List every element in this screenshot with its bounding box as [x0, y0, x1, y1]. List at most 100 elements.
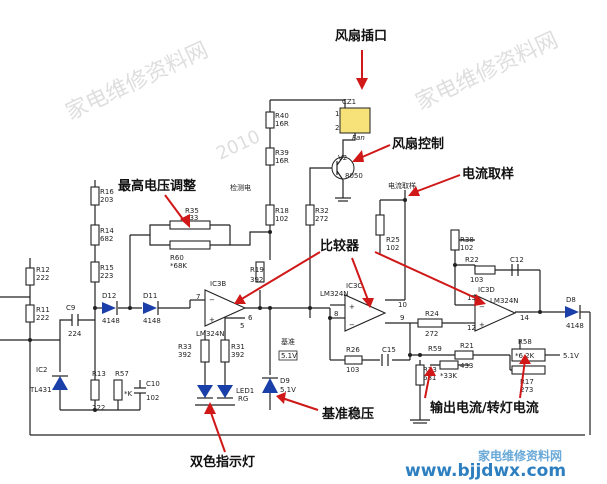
svg-text:C10: C10: [146, 380, 160, 388]
svg-text:R32: R32: [315, 207, 329, 215]
resistor-r11: R11 222: [25, 304, 50, 323]
svg-text:14: 14: [520, 314, 529, 322]
resistor-r60: R60 *68K: [169, 240, 211, 270]
svg-text:R24: R24: [425, 310, 439, 318]
svg-text:TL431: TL431: [29, 386, 52, 394]
svg-text:C12: C12: [510, 256, 524, 264]
svg-text:R38: R38: [460, 236, 474, 244]
resistor-r33: R33 392: [178, 339, 210, 363]
resistor-r17: R17 273: [511, 365, 546, 394]
svg-text:16R: 16R: [275, 120, 289, 128]
label-fan-socket: 风扇插口: [335, 28, 387, 44]
svg-text:203: 203: [100, 196, 113, 204]
svg-text:+: +: [349, 303, 355, 311]
svg-text:−: −: [209, 296, 215, 304]
resistor-r24: R24 272: [417, 310, 443, 338]
svg-text:*68K: *68K: [170, 262, 187, 270]
svg-text:R16: R16: [100, 188, 114, 196]
label-fan-control: 风扇控制: [392, 136, 444, 152]
watermark-left: 家电维修资料网: [62, 38, 212, 126]
resistor-r15: R15 223: [90, 261, 114, 283]
capacitor-c12: C12: [510, 256, 524, 276]
svg-text:C15: C15: [382, 346, 396, 354]
svg-text:LED1: LED1: [236, 387, 254, 395]
watermark-right: 家电维修资料网: [412, 28, 562, 116]
svg-text:D12: D12: [102, 292, 116, 300]
svg-text:4148: 4148: [143, 317, 161, 325]
svg-text:*33K: *33K: [440, 372, 457, 380]
svg-text:224: 224: [68, 330, 82, 338]
svg-text:5.1V: 5.1V: [280, 386, 296, 394]
svg-text:R58: R58: [518, 338, 532, 346]
svg-text:R15: R15: [100, 264, 114, 272]
svg-text:LM324N: LM324N: [196, 330, 225, 338]
label-reference-regulator: 基准稳压: [321, 406, 374, 422]
capacitor-c15: C15: [381, 346, 396, 366]
zener-d9: D9 5.1V: [262, 377, 296, 394]
svg-text:392: 392: [178, 351, 191, 359]
sense-label: 检测电: [230, 183, 251, 192]
svg-text:LM324N: LM324N: [490, 297, 519, 305]
svg-text:−: −: [349, 321, 355, 329]
svg-text:102: 102: [275, 215, 288, 223]
resistor-r25: R25 102: [375, 214, 400, 252]
svg-text:R13: R13: [92, 370, 106, 378]
svg-text:IC3D: IC3D: [478, 286, 495, 294]
svg-text:IC3B: IC3B: [210, 280, 226, 288]
svg-text:D8: D8: [566, 296, 576, 304]
label-output-current: 输出电流/转灯电流: [430, 400, 539, 416]
svg-text:IC2: IC2: [36, 366, 47, 374]
svg-text:433: 433: [460, 362, 473, 370]
svg-text:*K: *K: [124, 390, 133, 398]
svg-text:1: 1: [335, 110, 339, 118]
svg-text:433: 433: [185, 214, 198, 222]
label-current-sampling: 电流取样: [462, 166, 514, 182]
resistor-r16: R16 203: [90, 186, 114, 206]
opamp-ic3c: + − IC3C LM324N 10 8 9: [320, 282, 407, 332]
svg-text:RG: RG: [238, 395, 248, 403]
junctions: [28, 198, 542, 412]
ref-voltage-right: 5.1V: [563, 352, 579, 360]
site-logo: 家电维修资料网 www.bjjdwx.com: [402, 448, 602, 481]
resistor-r38: R38 102: [450, 229, 474, 252]
diode-d11: D11 4148: [143, 292, 161, 325]
svg-text:223: 223: [100, 272, 113, 280]
resistor-r58: R58 *6.2K: [511, 338, 546, 362]
svg-text:R22: R22: [465, 256, 479, 264]
svg-text:12: 12: [467, 324, 476, 332]
svg-text:R59: R59: [428, 345, 442, 353]
resistor-r59: R59 *33K: [428, 345, 459, 380]
svg-text:R25: R25: [386, 236, 400, 244]
svg-text:5: 5: [240, 322, 244, 330]
svg-text:D9: D9: [280, 377, 290, 385]
svg-text:272: 272: [425, 330, 438, 338]
svg-text:R14: R14: [100, 227, 114, 235]
svg-text:R39: R39: [275, 149, 289, 157]
svg-text:222: 222: [92, 404, 105, 412]
svg-text:R18: R18: [275, 207, 289, 215]
reference-label: 基准: [281, 337, 295, 346]
resistor-r26: R26 103: [344, 346, 363, 374]
svg-text:D11: D11: [143, 292, 157, 300]
svg-text:CZ1: CZ1: [342, 98, 356, 106]
svg-text:−: −: [479, 303, 485, 311]
svg-text:Fan: Fan: [352, 134, 365, 142]
svg-text:R40: R40: [275, 112, 289, 120]
resistor-r39: R39 16R: [265, 147, 289, 166]
svg-text:R19: R19: [250, 266, 264, 274]
opamp-ic3d: − + IC3D LM324N 13 12 14: [467, 286, 529, 332]
logo-url: www.bjjdwx.com: [405, 461, 566, 481]
diode-d8: D8 4148: [565, 296, 584, 330]
label-comparator: 比较器: [320, 238, 360, 254]
svg-text:392: 392: [250, 276, 263, 284]
svg-text:LM324N: LM324N: [320, 290, 349, 298]
svg-text:IC3C: IC3C: [346, 282, 362, 290]
opamp-ic3b: − + IC3B LM324N 7 6 5: [196, 280, 253, 338]
resistor-r22: R22 103: [465, 256, 496, 284]
svg-text:R60: R60: [170, 254, 184, 262]
svg-text:8: 8: [334, 310, 338, 318]
logo-brand: 家电维修资料网: [478, 448, 562, 463]
label-max-voltage-adjust: 最高电压调整: [118, 178, 197, 194]
svg-text:6: 6: [248, 314, 253, 322]
